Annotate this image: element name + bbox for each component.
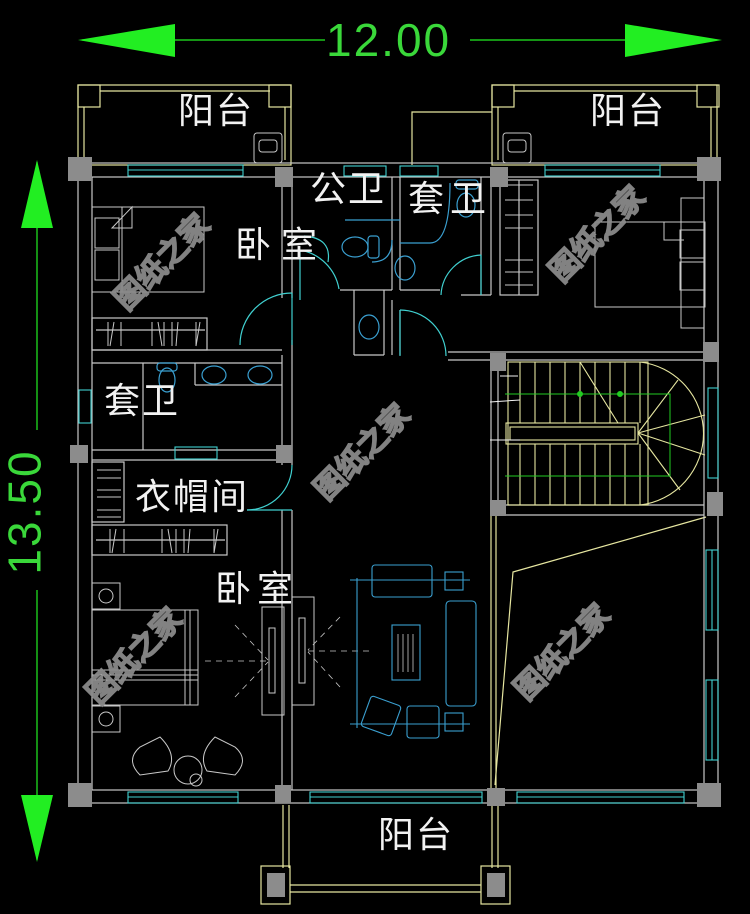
arrow-icon [617,391,623,397]
toilet-icon [341,235,380,259]
washing-machines [253,132,532,164]
interior-walls [91,177,704,790]
balcony-columns-s [267,873,505,897]
arrow-icon [577,391,583,397]
room-label-bedroom-nw: 卧室 [235,225,328,266]
bath-fixtures [156,179,479,393]
sink-icon [394,255,416,281]
arrow-right-icon [625,24,722,57]
width-dimension-label: 12.00 [326,14,452,66]
stair-direction [505,391,671,477]
toilet-icon [156,362,178,393]
sink-icon [247,365,273,385]
depth-dimension [21,160,53,862]
room-label-ensuite-bath-n: 套卫 [408,179,493,220]
structural-columns [68,157,723,807]
depth-dimension-label: 13.50 [0,449,51,575]
toilet-icon [455,179,479,218]
balcony-rails [77,84,720,905]
width-dimension [78,24,722,57]
room-label-balcony-s: 阳台 [378,815,455,856]
sink-icon [201,365,227,385]
room-label-ensuite-bath-w: 套卫 [104,381,181,422]
room-label-balcony-ne: 阳台 [590,91,667,132]
arrow-left-icon [78,24,175,57]
windows [78,164,719,804]
arrow-up-icon [21,160,53,228]
room-label-bedroom-sw: 卧室 [215,569,300,610]
living-room-furniture [350,564,477,739]
wardrobe-hangers [97,184,533,554]
coffee-table-slats [397,634,414,672]
tv-sightlines [205,616,372,698]
room-label-public-bath: 公卫 [310,169,387,210]
staircase [505,361,706,506]
sink-icon [358,314,380,340]
door-swings [239,235,482,511]
stair-annotations [489,375,521,441]
room-label-walk-in-closet: 衣帽间 [135,477,250,518]
room-label-balcony-nw: 阳台 [178,91,255,132]
arrow-down-icon [21,795,53,862]
furniture [91,197,706,787]
